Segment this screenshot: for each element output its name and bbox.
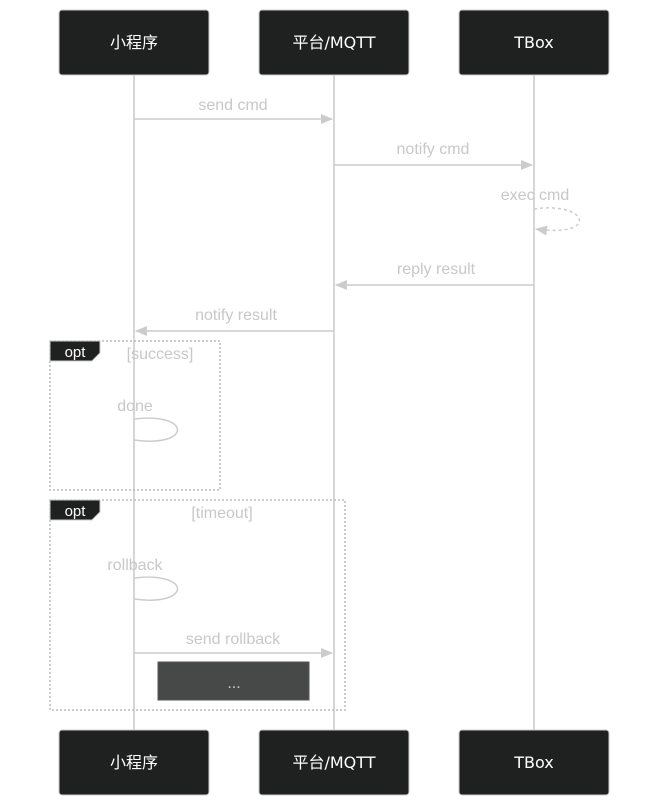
actor-tbox-bottom: TBox: [458, 729, 610, 796]
actor-platform-top-label: 平台/MQTT: [292, 33, 375, 52]
actor-tbox-bottom-label: TBox: [513, 753, 554, 772]
message-notify-cmd-label: notify cmd: [397, 141, 470, 158]
note-text: ...: [227, 675, 240, 692]
message-send-rollback-label: send rollback: [186, 631, 281, 648]
note-box: ...: [157, 661, 310, 701]
message-rollback-label: rollback: [107, 557, 163, 574]
message-done-label: done: [117, 398, 153, 415]
actor-tbox-top-label: TBox: [513, 33, 554, 52]
actor-miniapp-top: 小程序: [58, 9, 210, 76]
opt-timeout-label: opt: [65, 503, 87, 520]
opt-timeout-border: [49, 499, 346, 711]
message-done-arrow: [133, 417, 178, 442]
message-notify-result-label: notify result: [195, 307, 277, 324]
message-rollback-arrow: [133, 576, 178, 601]
message-send-cmd-label: send cmd: [198, 97, 267, 114]
opt-success-condition: [success]: [127, 346, 194, 363]
actor-miniapp-bottom: 小程序: [58, 729, 210, 796]
message-exec-cmd-arrow: [533, 207, 581, 236]
opt-fragment-success: opt [success]: [49, 340, 221, 491]
actor-tbox-top: TBox: [458, 9, 610, 76]
message-exec-cmd-label: exec cmd: [501, 187, 569, 204]
actor-platform-top: 平台/MQTT: [258, 9, 410, 76]
actor-miniapp-top-label: 小程序: [110, 33, 158, 52]
opt-success-tab: [49, 340, 101, 362]
opt-timeout-tab: [49, 499, 101, 521]
actor-platform-bottom: 平台/MQTT: [258, 729, 410, 796]
actor-miniapp-bottom-label: 小程序: [110, 753, 158, 772]
opt-fragment-timeout: opt [timeout]: [49, 499, 346, 711]
message-reply-result-label: reply result: [397, 261, 476, 278]
opt-success-label: opt: [65, 344, 87, 361]
opt-timeout-condition: [timeout]: [191, 505, 252, 522]
actor-platform-bottom-label: 平台/MQTT: [292, 753, 375, 772]
opt-success-border: [49, 340, 221, 491]
